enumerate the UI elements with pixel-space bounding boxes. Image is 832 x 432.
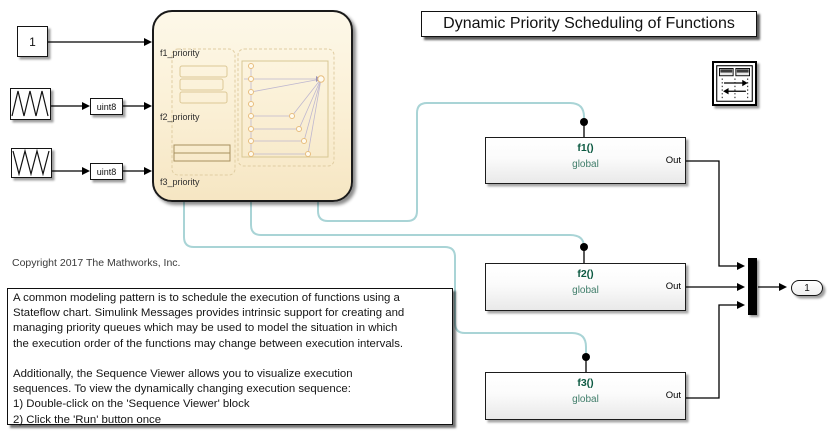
uint8-conversion-block-lower[interactable]: uint8: [90, 163, 123, 180]
copyright-annotation: Copyright 2017 The Mathworks, Inc.: [12, 257, 181, 269]
triangle-wave-icon: [11, 90, 49, 117]
function-visibility: global: [572, 159, 599, 170]
event-connection-dots: [580, 118, 590, 361]
function-name: f3(): [577, 377, 594, 389]
function-call-wire-f2[interactable]: [250, 201, 585, 248]
outport-block[interactable]: 1: [791, 280, 823, 296]
out-port-label: Out: [665, 281, 681, 292]
mux-block[interactable]: [748, 258, 757, 315]
chart-content-preview: [171, 48, 335, 176]
model-title: Dynamic Priority Scheduling of Functions: [443, 15, 735, 32]
uint8-label: uint8: [96, 101, 117, 112]
arrowheads: [82, 38, 787, 309]
model-title-banner: Dynamic Priority Scheduling of Functions: [421, 11, 757, 37]
stateflow-scheduler-chart[interactable]: f1_priority f2_priority f3_priority: [152, 10, 353, 202]
wire-f1-to-mux[interactable]: [686, 160, 738, 267]
constant-value: 1: [29, 34, 36, 49]
function-block-f3[interactable]: f3() global Out: [485, 372, 686, 420]
function-call-wire-f3[interactable]: [183, 201, 587, 357]
outport-number: 1: [804, 282, 810, 294]
repeating-sequence-block-upper[interactable]: [10, 88, 51, 120]
description-annotation: A common modeling pattern is to schedule…: [7, 288, 453, 426]
out-port-label: Out: [665, 390, 681, 401]
function-block-f2[interactable]: f2() global Out: [485, 263, 686, 311]
chart-port-f1-priority: f1_priority: [160, 48, 200, 58]
out-port-label: Out: [665, 155, 681, 166]
uint8-label: uint8: [96, 166, 117, 177]
function-visibility: global: [572, 394, 599, 405]
chart-port-f3-priority: f3_priority: [160, 177, 200, 187]
constant-block[interactable]: 1: [17, 26, 48, 57]
uint8-conversion-block-upper[interactable]: uint8: [90, 98, 123, 115]
function-call-wire-f1[interactable]: [317, 102, 585, 222]
function-name: f2(): [577, 268, 594, 280]
sequence-viewer-block[interactable]: [712, 61, 757, 106]
function-block-f1[interactable]: f1() global Out: [485, 137, 686, 184]
inverted-triangle-wave-icon: [12, 148, 50, 177]
sequence-viewer-icon: [716, 65, 753, 102]
function-visibility: global: [572, 285, 599, 296]
chart-port-f2-priority: f2_priority: [160, 112, 200, 122]
wire-f3-to-mux[interactable]: [686, 304, 738, 399]
function-name: f1(): [577, 142, 594, 154]
repeating-sequence-block-lower[interactable]: [11, 148, 52, 178]
